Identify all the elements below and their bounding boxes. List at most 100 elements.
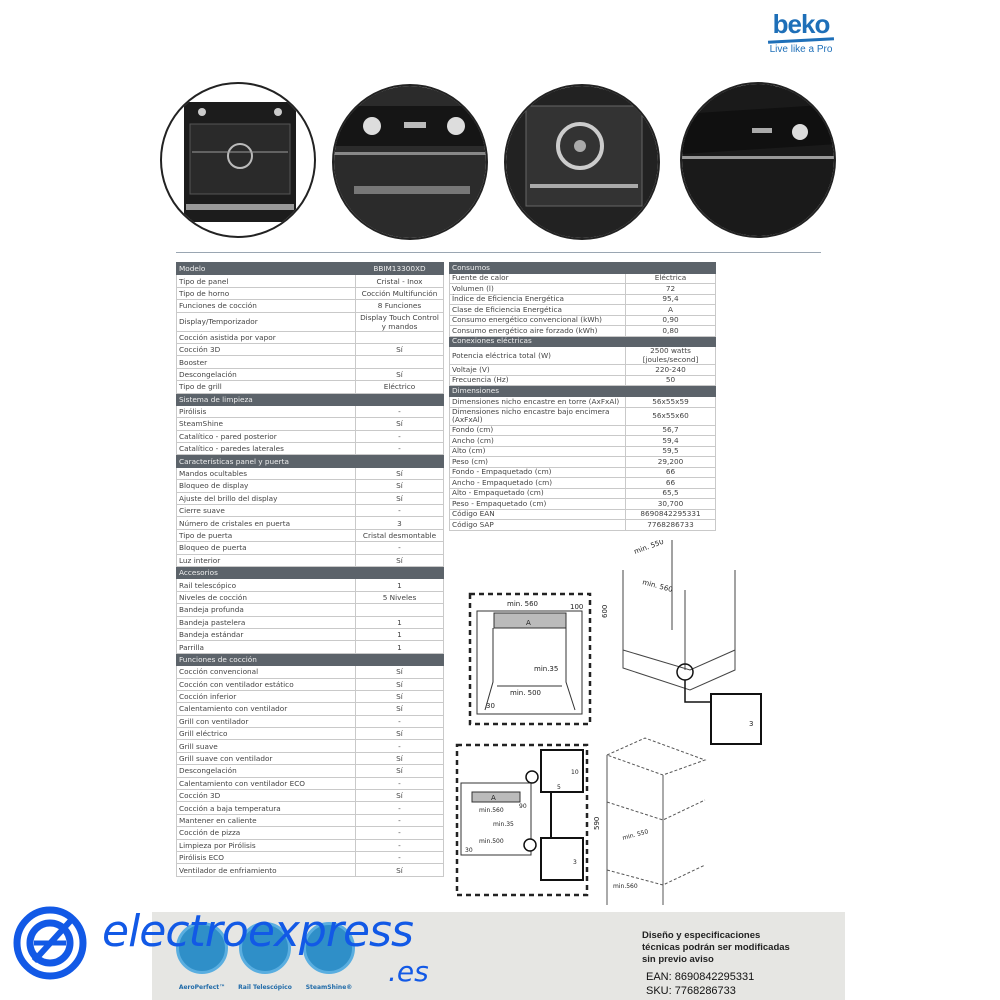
row-label: Ventilador de enfriamiento [176,863,356,877]
row-label: Luz interior [176,553,356,568]
row-value: - [355,429,444,444]
row-value: 65,5 [625,487,716,500]
table-row: Consumo energético convencional (kWh)0,9… [449,314,716,327]
row-value: - [355,504,444,518]
row-label: Pirólisis [176,404,356,419]
row-value: 72 [625,283,716,295]
row-value: 56x55x59 [625,396,716,408]
row-value: 1 [355,640,444,654]
row-label: Ajuste del brillo del display [176,491,356,506]
row-value [625,262,716,274]
row-label: Tipo de grill [176,380,356,394]
row-value: 1 [355,627,444,642]
disclaimer-line: sin previo aviso [642,954,714,965]
row-label: Calentamiento con ventilador [176,702,356,716]
electroexpress-logo-icon [13,906,87,980]
row-label: Cocción 3D [176,342,356,357]
row-label: Bandeja pastelera [176,615,356,629]
row-label: Descongelación [176,367,356,382]
table-row: Cierre suave- [176,504,444,518]
row-value [355,603,444,617]
row-value [355,392,444,406]
row-value: 8690842295331 [625,508,716,521]
dim-label: 5 [557,784,561,791]
row-label: Cierre suave [176,504,356,518]
row-value: 1 [355,578,444,592]
ean-code: EAN: 8690842295331 [646,971,755,983]
row-label: Cocción asistida por vapor [176,330,356,344]
table-row: Ancho (cm)59,4 [449,435,716,447]
dim-label: 600 [601,605,609,618]
section-header-row: Funciones de cocción [176,652,444,667]
row-value [355,652,444,667]
disclaimer: Diseño y especificaciones técnicas podrá… [642,930,790,966]
row-value: A [625,304,716,316]
row-value: 50 [625,374,716,387]
row-value [625,335,716,348]
row-label: Ancho (cm) [449,435,626,447]
dim-label: 100 [570,603,583,611]
row-value: 59,4 [625,435,716,447]
dim-label: 590 [593,817,601,830]
dim-label: min.35 [534,665,558,673]
table-row: Grill suave- [176,739,444,753]
row-label: Booster [176,355,356,369]
beko-logo: beko Live like a Pro [766,10,836,55]
row-value: Sí [355,665,444,679]
row-label: Mandos ocultables [176,466,356,481]
row-label: Fuente de calor [449,272,626,285]
table-row: Cocción asistida por vapor [176,330,444,344]
row-label: Dimensiones nicho encastre en torre (AxF… [449,396,626,408]
row-value: 5 Niveles [355,590,444,605]
row-label: Consumos [449,262,626,274]
table-row: Grill con ventilador- [176,714,444,729]
row-label: Bandeja estándar [176,627,356,642]
dim-label: 90 [519,803,527,810]
row-value: - [355,776,444,791]
row-label: Modelo [176,261,356,276]
dim-label: 30 [465,847,473,854]
row-label: Sistema de limpieza [176,392,356,406]
table-row: Alto - Empaquetado (cm)65,5 [449,487,716,500]
row-label: Cocción 3D [176,788,356,803]
row-label: Rail telescópico [176,578,356,592]
disclaimer-line: Diseño y especificaciones [642,930,761,941]
row-value: Sí [355,751,444,766]
row-value: 1 [355,615,444,629]
row-label: Características panel y puerta [176,454,356,468]
row-label: Cocción de pizza [176,826,356,840]
table-row: Cocción a baja temperatura- [176,801,444,815]
feature-label: SteamShine® [305,984,353,991]
row-value: Sí [355,491,444,506]
row-label: Cocción a baja temperatura [176,801,356,815]
product-codes: EAN: 8690842295331 SKU: 7768286733 [646,970,754,998]
row-value: - [355,801,444,815]
dim-label: min. 560 [641,578,673,594]
row-value [355,454,444,468]
under-counter-front-diagram: min. 560 100 A min.35 min. 500 30 [468,592,592,726]
row-value: Sí [355,367,444,382]
row-label: Peso (cm) [449,456,626,468]
row-label: Potencia eléctrica total (W) [449,346,626,366]
tower-front-diagram: A min.560 90 min.35 min.500 30 10 5 3 [455,743,589,897]
table-row: Bandeja profunda [176,603,444,617]
section-header-row: Accesorios [176,565,444,580]
row-value: Sí [355,863,444,877]
row-value: Sí [355,788,444,803]
row-label: Grill suave con ventilador [176,751,356,766]
row-value: Sí [355,342,444,357]
